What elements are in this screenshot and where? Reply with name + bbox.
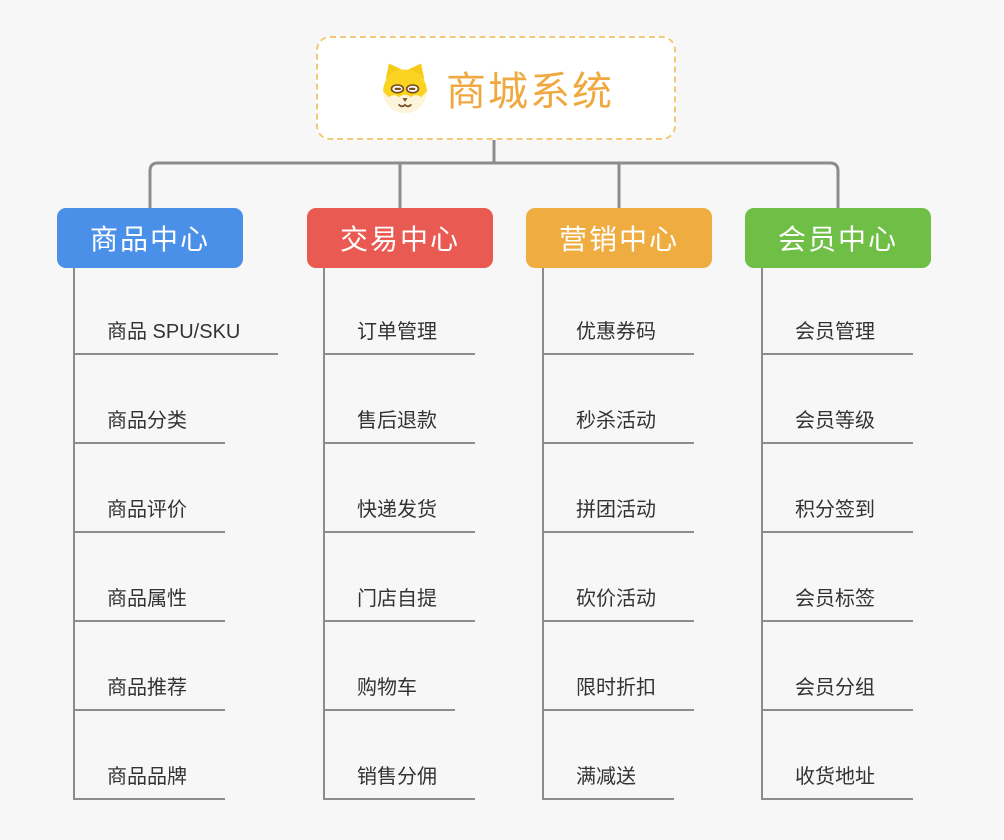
leaf-node[interactable]: 销售分佣 [323, 760, 475, 800]
branch-column-trade: 交易中心 订单管理 售后退款 快递发货 门店自提 购物车 销售分佣 [307, 208, 493, 800]
branch-column-product: 商品中心 商品 SPU/SKU 商品分类 商品评价 商品属性 商品推荐 商品品牌 [57, 208, 279, 800]
branch-node-member[interactable]: 会员中心 [745, 208, 931, 268]
leaf-node[interactable]: 商品 SPU/SKU [73, 315, 279, 355]
branch-connector-line [761, 268, 763, 800]
leaf-node[interactable]: 满减送 [542, 760, 674, 800]
branch-node-trade[interactable]: 交易中心 [307, 208, 493, 268]
leaf-node[interactable]: 优惠券码 [542, 315, 694, 355]
leaf-node[interactable]: 会员标签 [761, 582, 913, 622]
dog-face-icon [383, 63, 427, 114]
branch-column-member: 会员中心 会员管理 会员等级 积分签到 会员标签 会员分组 收货地址 [745, 208, 931, 800]
branch-connector-line [323, 268, 325, 800]
tree-connector-lines [148, 140, 840, 208]
leaf-node[interactable]: 限时折扣 [542, 671, 694, 711]
root-title: 商城系统 [446, 70, 614, 114]
branch-connector-line [542, 268, 544, 800]
leaf-node[interactable]: 商品分类 [73, 404, 225, 444]
leaf-node[interactable]: 商品评价 [73, 493, 225, 533]
branch-node-product[interactable]: 商品中心 [57, 208, 243, 268]
leaf-node[interactable]: 会员分组 [761, 671, 913, 711]
leaf-node[interactable]: 会员管理 [761, 315, 913, 355]
leaf-node[interactable]: 拼团活动 [542, 493, 694, 533]
leaf-node[interactable]: 商品推荐 [73, 671, 225, 711]
leaf-node[interactable]: 商品品牌 [73, 760, 225, 800]
leaf-node[interactable]: 秒杀活动 [542, 404, 694, 444]
leaf-node[interactable]: 购物车 [323, 671, 455, 711]
leaf-node[interactable]: 积分签到 [761, 493, 913, 533]
leaf-node[interactable]: 订单管理 [323, 315, 475, 355]
leaf-node[interactable]: 收货地址 [761, 760, 913, 800]
branch-node-marketing[interactable]: 营销中心 [526, 208, 712, 268]
branch-connector-line [73, 268, 75, 800]
root-node[interactable]: 商城系统 [316, 36, 676, 140]
leaf-node[interactable]: 会员等级 [761, 404, 913, 444]
branch-column-marketing: 营销中心 优惠券码 秒杀活动 拼团活动 砍价活动 限时折扣 满减送 [526, 208, 712, 800]
leaf-node[interactable]: 门店自提 [323, 582, 475, 622]
leaf-node[interactable]: 砍价活动 [542, 582, 694, 622]
leaf-node[interactable]: 快递发货 [323, 493, 475, 533]
leaf-node[interactable]: 售后退款 [323, 404, 475, 444]
leaf-node[interactable]: 商品属性 [73, 582, 225, 622]
